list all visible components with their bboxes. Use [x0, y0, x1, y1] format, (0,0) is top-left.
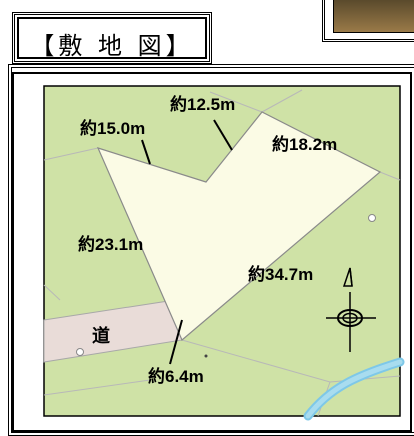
site-parcel — [96, 111, 382, 341]
dimension-label-upper-left: 約15.0m — [80, 118, 145, 138]
river-highlight — [305, 359, 403, 419]
photo-thumbnail-frame — [322, 0, 414, 42]
dimension-label-left: 約23.1m — [78, 234, 143, 254]
parcel-lines — [43, 89, 401, 417]
map-inner-frame — [12, 72, 412, 432]
dimension-label-upper-right: 約18.2m — [272, 134, 337, 154]
dimension-label-top: 約12.5m — [170, 94, 235, 114]
north-arrow-icon — [342, 267, 353, 287]
survey-marker — [368, 214, 376, 222]
title-inner-border — [17, 17, 207, 59]
road-label: 道 — [92, 325, 110, 346]
map-content-border — [43, 85, 401, 417]
dimension-label-right: 約34.7m — [248, 264, 313, 284]
point-marker — [204, 354, 208, 358]
compass-icon — [326, 292, 376, 352]
map-title: 【敷 地 図】 — [30, 32, 194, 60]
photo-thumbnail — [333, 0, 414, 33]
leader-lines — [141, 119, 233, 365]
dimension-label-bottom: 約6.4m — [148, 366, 204, 386]
title-box: 【敷 地 図】 — [12, 12, 212, 64]
survey-marker — [76, 348, 84, 356]
